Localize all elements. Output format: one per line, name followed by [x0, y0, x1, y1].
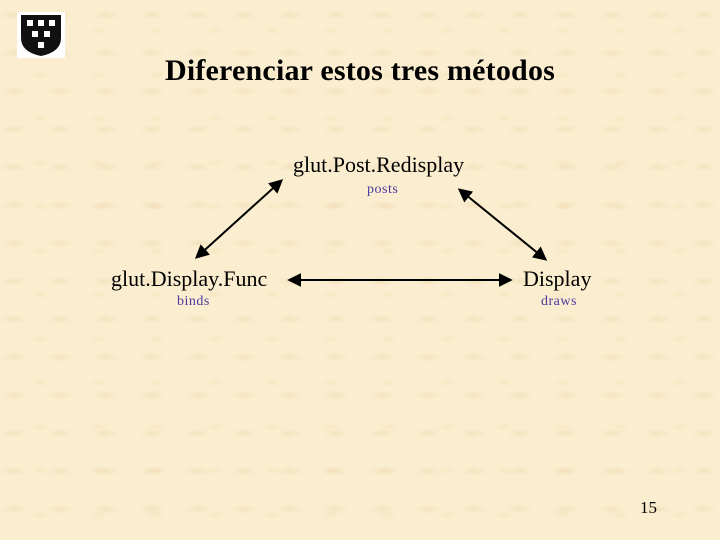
- node-display-func: glut.Display.Func: [111, 266, 268, 291]
- slide-title: Diferenciar estos tres métodos: [164, 54, 556, 87]
- page-number: 15: [640, 498, 657, 517]
- arrow-postredisplay-to-displayfunc: [194, 179, 284, 259]
- caption-draws: draws: [541, 294, 577, 309]
- node-post-redisplay: glut.Post.Redisplay: [293, 152, 465, 177]
- caption-binds: binds: [177, 294, 210, 309]
- arrow-postredisplay-to-display: [457, 188, 548, 261]
- university-logo-icon: [17, 12, 65, 58]
- caption-posts: posts: [367, 182, 399, 197]
- node-display: Display: [523, 266, 592, 291]
